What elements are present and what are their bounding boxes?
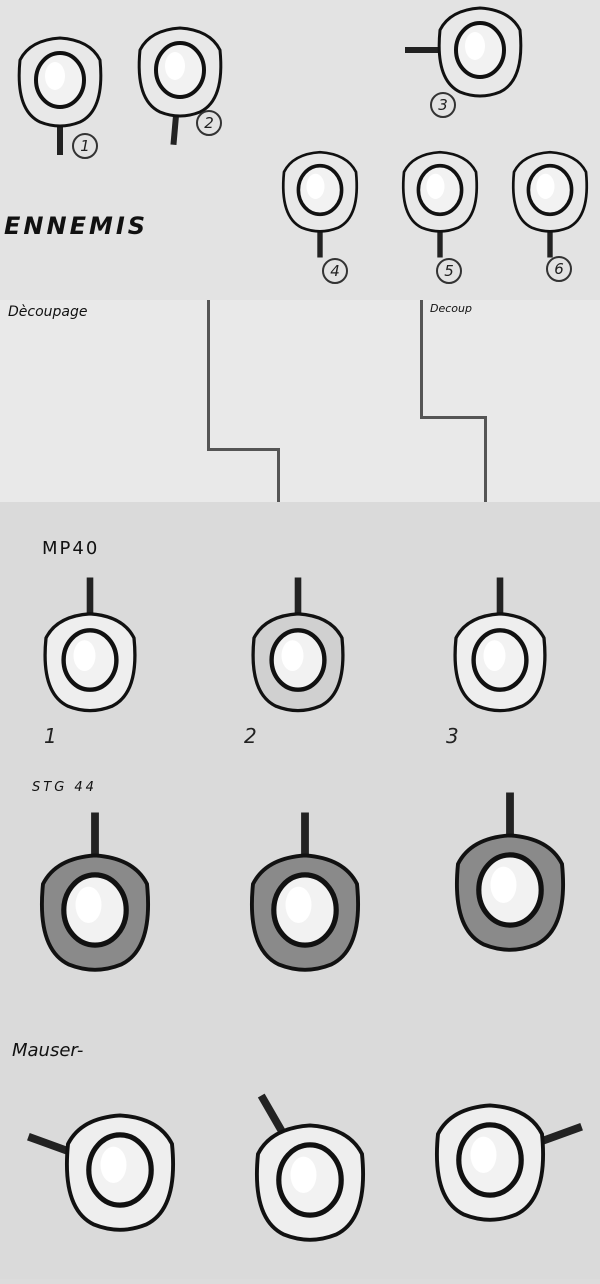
enemy-number: 3	[430, 92, 456, 118]
enemy-number: 5	[436, 258, 462, 284]
cutout-label-left: Dècoupage	[8, 304, 88, 320]
cutout-label-right: Decoup	[430, 302, 472, 315]
cutout-panel: Dècoupage Decoup	[0, 300, 600, 502]
enemies-title: ENNEMIS	[4, 212, 149, 240]
divider	[277, 448, 280, 502]
enemy-number: 2	[196, 110, 222, 136]
divider	[420, 300, 423, 418]
mp40-number: 3	[446, 724, 459, 748]
mp40-number: 1	[44, 724, 57, 748]
enemy-number: 6	[546, 256, 572, 282]
divider	[484, 416, 487, 502]
mp40-title: MP40	[42, 538, 100, 559]
stg44-title: STG 44	[32, 780, 97, 795]
divider	[420, 416, 486, 419]
mauser-title: Mauser-	[12, 1040, 84, 1061]
divider	[207, 448, 279, 451]
enemy-number: 1	[72, 133, 98, 159]
weapons-panel: MP40 1 2 3 STG 44 Mauser-	[0, 502, 600, 1279]
mp40-number: 2	[244, 724, 257, 748]
divider	[207, 300, 210, 450]
enemy-number: 4	[322, 258, 348, 284]
enemies-panel: ENNEMIS 1 2 3 4 5 6	[0, 0, 600, 300]
